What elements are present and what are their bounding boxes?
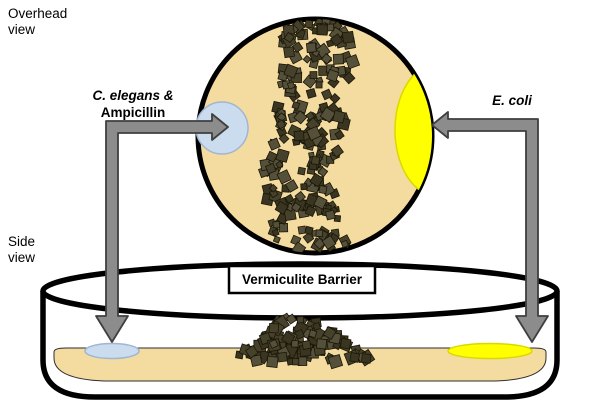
barrier-label-box: Vermiculite Barrier (227, 264, 377, 295)
barrier-label: Vermiculite Barrier (242, 272, 363, 287)
vermiculite-band (258, 19, 361, 253)
ecoli-lawn-overhead (394, 63, 432, 197)
ecoli-label: E. coli (492, 93, 532, 108)
celegans-ampicillin-label-line2: Ampicillin (101, 105, 166, 120)
side-view (40, 261, 560, 400)
side-view-label-line1: Side (8, 234, 35, 249)
celegans-ampicillin-label-line1: C. elegans & (92, 88, 173, 103)
overhead-view (195, 16, 435, 256)
ampicillin-spot-side (84, 342, 140, 360)
left-connector-arrow (95, 113, 229, 343)
barrier-label-frame (227, 264, 377, 295)
right-connector-arrow (431, 111, 549, 343)
side-view-label-line2: view (8, 250, 35, 265)
overhead-view-label-line2: view (8, 22, 35, 37)
vermiculite-pile (235, 312, 376, 370)
ecoli-lawn-side (447, 342, 533, 360)
overhead-view-label-line1: Overhead (8, 6, 67, 21)
